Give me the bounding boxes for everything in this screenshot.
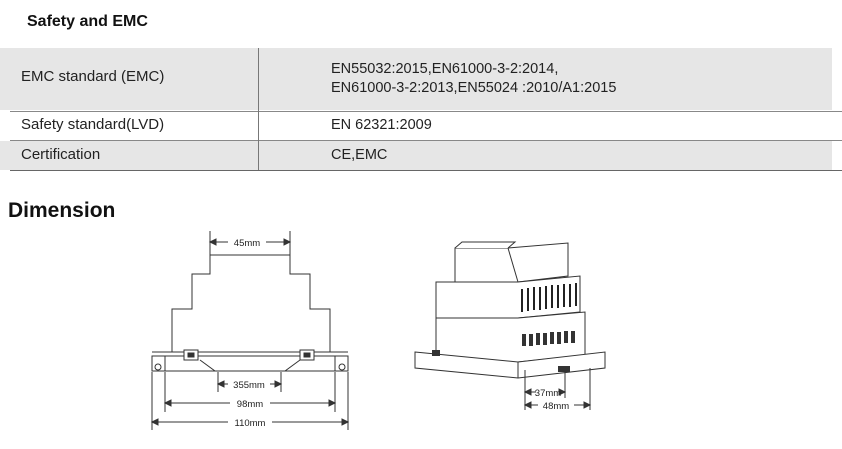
- dimension-title: Dimension: [8, 199, 116, 222]
- row-value-emc-line1: EN55032:2015,EN61000-3-2:2014,: [331, 61, 559, 77]
- safety-section-title: Safety and EMC: [27, 13, 148, 30]
- row-value-lvd: EN 62321:2009: [331, 117, 432, 133]
- row-value-emc: EN55032:2015,EN61000-3-2:2014, EN61000-3…: [331, 60, 616, 98]
- row-label-certification: Certification: [21, 146, 101, 163]
- dim-label-total-width: 110mm: [235, 418, 266, 429]
- table-bottom-border: [10, 170, 842, 171]
- table-divider: [10, 111, 842, 112]
- table-row-lvd: Safety standard(LVD) EN 62321:2009: [0, 112, 832, 140]
- dim-label-total-depth: 48mm: [543, 401, 569, 412]
- table-column-divider: [258, 48, 259, 170]
- row-value-emc-line2: EN61000-3-2:2013,EN55024 :2010/A1:2015: [331, 80, 617, 96]
- row-value-certification: CE,EMC: [331, 147, 388, 163]
- table-row-certification: Certification CE,EMC: [0, 141, 832, 170]
- dim-label-rail-span: 355mm: [233, 380, 265, 391]
- dim-label-body-width: 98mm: [237, 399, 263, 410]
- row-label-emc: EMC standard (EMC): [21, 68, 165, 85]
- dim-label-top-width: 45mm: [234, 238, 260, 249]
- table-row-emc: EMC standard (EMC) EN55032:2015,EN61000-…: [0, 48, 832, 110]
- row-label-lvd: Safety standard(LVD): [21, 116, 165, 133]
- table-divider: [10, 140, 842, 141]
- dim-label-inner-depth: 37mm: [535, 388, 561, 399]
